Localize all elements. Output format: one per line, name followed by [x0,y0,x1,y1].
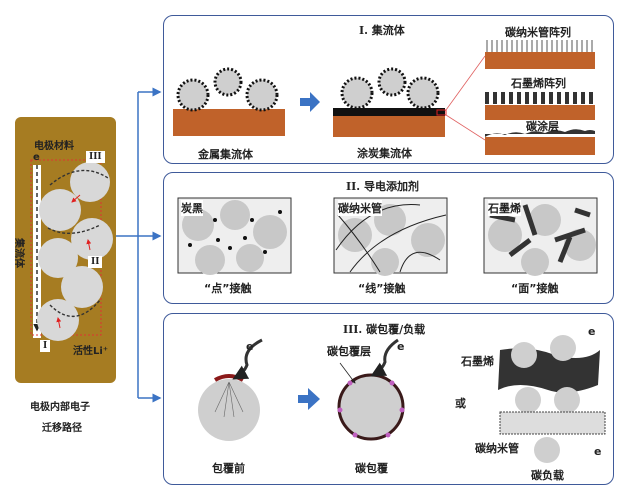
uncoated-particle [198,338,263,441]
coating-layer-label: 碳包覆层 [327,345,371,358]
graphene-array-label: 石墨烯阵列 [511,77,566,90]
electrode-schematic [15,117,116,383]
blue-arrow-icon [300,92,320,112]
cnt-array-label: 碳纳米管阵列 [505,26,571,39]
graphene-label: 石墨烯 [488,200,521,216]
graphene-support [498,335,600,393]
panel2-title: II. 导电添加剂 [346,180,419,193]
blue-arrow-icon-2 [298,388,320,410]
metal-collector-label: 金属集流体 [198,148,253,161]
carbon-loading-label: 碳负载 [531,469,564,482]
electron-label-coated: e [397,340,405,353]
carbon-coating-label: 碳涂层 [526,120,559,133]
collector-variants [485,40,595,155]
path-label-III: III [86,151,105,163]
line-contact-label: “线”接触 [358,282,406,295]
left-caption-line2: 迁移路径 [42,423,82,434]
cnt-support [499,387,606,463]
panel1-title: I. 集流体 [359,24,405,37]
metal-collector-illustration [173,67,285,136]
electron-label-cnt: e [594,445,602,458]
cnt-support-label: 碳纳米管 [475,442,519,455]
electron-label: e [33,152,40,163]
carbon-coated-label: 碳包覆 [355,462,388,475]
coated-collector-label: 涂炭集流体 [357,147,412,160]
electron-label-before: e [246,340,254,353]
panel3-title: III. 碳包覆/负载 [343,323,426,336]
coated-particle [337,338,405,441]
cnt-label: 碳纳米管 [338,200,382,216]
point-contact-label: “点”接触 [204,282,252,295]
or-label: 或 [455,397,466,410]
connector-arrows [116,87,162,403]
path-label-I: I [40,340,51,352]
left-caption-line1: 电极内部电子 [30,402,90,413]
carbon-black-label: 炭黑 [181,200,203,216]
path-label-II: II [88,256,103,268]
electron-label-graphene: e [588,325,596,338]
graphene-support-label: 石墨烯 [461,355,494,368]
coated-collector-illustration [333,55,486,141]
before-coating-label: 包覆前 [212,462,245,475]
electrode-material-label: 电极材料 [34,141,74,152]
active-li-label: 活性Li⁺ [73,346,109,357]
current-collector-label: 集流体 [13,238,24,268]
face-contact-label: “面”接触 [511,282,559,295]
